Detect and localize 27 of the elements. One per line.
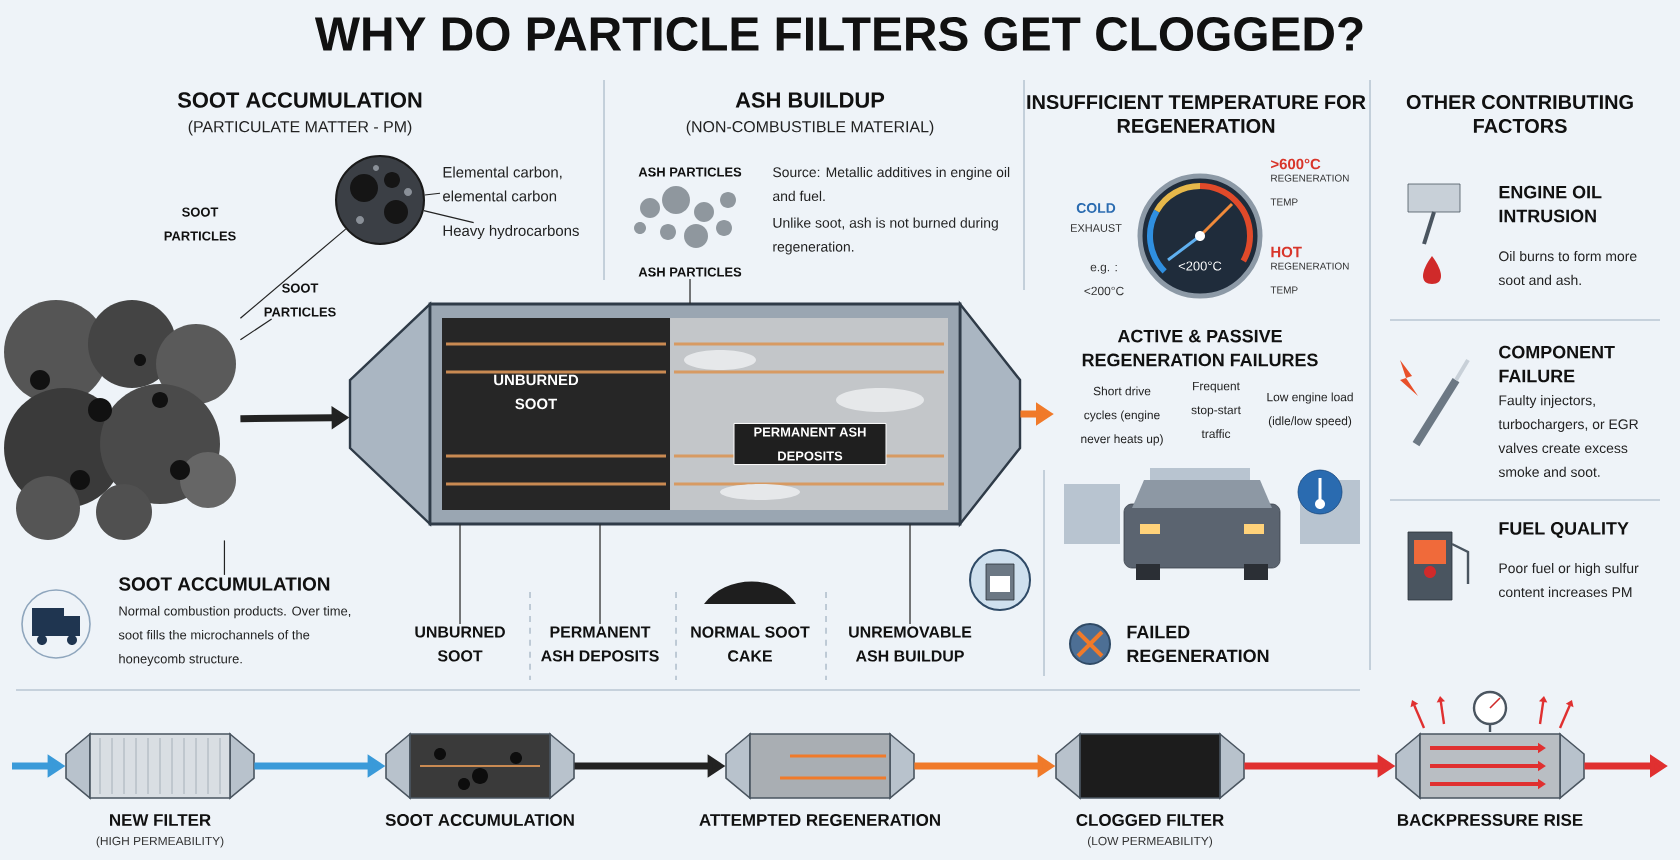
leader-line: [223, 539, 226, 576]
leader-line: [599, 523, 601, 625]
factor-heading: ENGINE OIL INTRUSION: [1499, 185, 1602, 223]
section-heading: INSUFFICIENT TEMPERATURE FOR REGENERATION: [1027, 95, 1366, 133]
filter-label: NEW FILTER: [110, 814, 211, 826]
smoke-cloud: [4, 300, 236, 540]
leader-line: [239, 228, 347, 319]
section-heading: ASH BUILDUP: [735, 92, 885, 108]
leader-line: [423, 210, 475, 224]
leader-line: [239, 318, 273, 341]
status-heading: FAILED REGENERATION: [1127, 625, 1269, 663]
leader-line: [459, 523, 461, 625]
title: WHY DO PARTICLE FILTERS GET CLOGGED?: [314, 17, 1363, 51]
section-heading: SOOT ACCUMULATION: [118, 577, 330, 591]
filter-label: BACKPRESSURE RISE: [1397, 814, 1583, 826]
filter-label: CLOGGED FILTER: [1076, 814, 1224, 826]
filter-label: ATTEMPTED REGENERATION: [699, 814, 940, 826]
factor-heading: FUEL QUALITY: [1499, 522, 1629, 539]
leader-line: [909, 523, 911, 625]
filter-label: SOOT ACCUMULATION: [385, 814, 574, 826]
section-heading: SOOT ACCUMULATION: [177, 92, 422, 108]
leader-line: [424, 192, 441, 196]
magnified-particle: [335, 155, 425, 245]
subsection-heading: ACTIVE & PASSIVE REGENERATION FAILURES: [1082, 329, 1318, 367]
leader-line: [689, 278, 691, 305]
factor-heading: COMPONENT FAILURE: [1499, 345, 1615, 383]
section-heading: OTHER CONTRIBUTING FACTORS: [1406, 95, 1633, 133]
